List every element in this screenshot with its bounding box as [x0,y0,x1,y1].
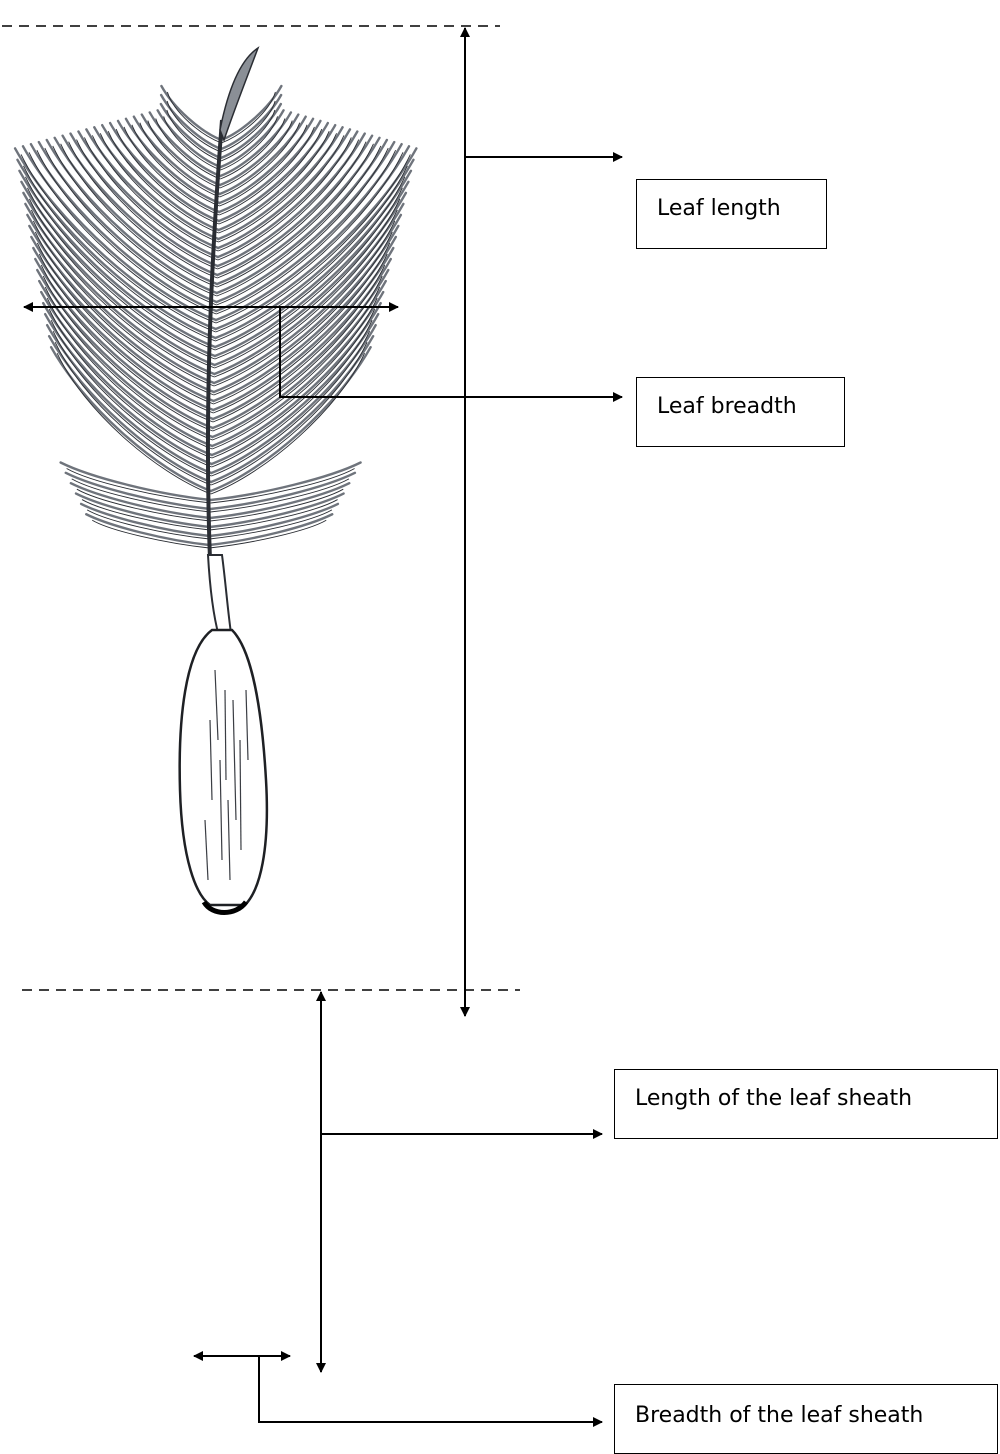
leaflet [47,325,211,473]
leaf-breadth-text: Leaf breadth [657,394,797,419]
sheath-length-label: Length of the leaf sheath [614,1069,998,1139]
petiole [208,555,232,640]
leaf-breadth-label: Leaf breadth [636,377,845,447]
leaf-sheath [180,630,267,905]
sheath-breadth-leader [259,1356,602,1422]
sheath-breadth-text: Breadth of the leaf sheath [635,1403,923,1428]
sheath-length-text: Length of the leaf sheath [635,1086,912,1111]
leaflets [15,86,416,548]
apex-leaflet [220,48,258,140]
leaf-length-text: Leaf length [657,196,781,221]
leaflet [161,86,221,140]
sheath-breadth-label: Breadth of the leaf sheath [614,1384,998,1454]
palm-leaf-illustration [15,48,416,913]
leaf-length-label: Leaf length [636,179,827,249]
